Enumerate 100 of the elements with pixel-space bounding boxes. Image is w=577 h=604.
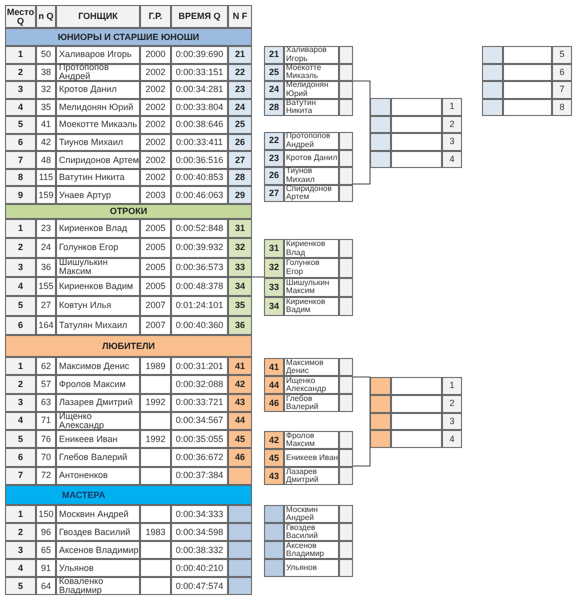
racer-name: Мелидонян Юрий (284, 81, 339, 98)
place-number: 8 (5, 168, 36, 186)
qualifier-number: 70 (36, 448, 56, 467)
birth-year: 2005 (140, 219, 171, 238)
place-number: 5 (5, 430, 36, 448)
racer-name: Ульянов (284, 559, 339, 577)
racer-name: Кириенков Вадим (284, 296, 339, 316)
racer-name: Спиридонов Артем (284, 184, 339, 202)
qualifying-time: 0:00:48:378 (171, 277, 228, 296)
final-number: 33 (228, 258, 252, 277)
final-place: 5 (552, 46, 572, 64)
birth-year: 1989 (140, 357, 171, 376)
qualifier-number: 91 (36, 559, 56, 577)
place-number: 6 (5, 448, 36, 467)
racer-name: Максимов Денис (284, 358, 339, 376)
final-number: 24 (228, 98, 252, 116)
heat-number: 44 (264, 376, 284, 394)
qualifier-number: 164 (36, 316, 56, 335)
heat-number: 27 (264, 184, 284, 202)
racer-name: Голунков Егор (56, 238, 140, 258)
racer-name: Максимов Денис (56, 357, 140, 376)
final-number: 21 (228, 46, 252, 64)
heat-number: 45 (264, 449, 284, 467)
birth-year: 2000 (140, 46, 171, 64)
qualifying-time: 0:00:46:063 (171, 186, 228, 204)
heat-number: 43 (264, 467, 284, 485)
place-number: 3 (5, 81, 36, 99)
heat-number: 41 (264, 358, 284, 376)
qualifying-time: 0:00:39:690 (171, 46, 228, 64)
racer-name: Еникеев Иван (284, 449, 339, 467)
place-number: 9 (5, 186, 36, 204)
qualifying-time: 0:00:33:804 (171, 98, 228, 116)
qualifying-time: 0:00:36:672 (171, 448, 228, 467)
racer-name: Спиридонов Артем (56, 151, 140, 169)
heat-number: 24 (264, 81, 284, 98)
qualifier-number: 36 (36, 258, 56, 277)
final-number: 35 (228, 296, 252, 316)
qualifier-number: 63 (36, 394, 56, 412)
qualifier-number: 96 (36, 523, 56, 541)
final-place: 3 (442, 133, 462, 150)
racer-name: Фролов Максим (56, 375, 140, 394)
heat-number: 22 (264, 132, 284, 150)
racer-name: Глебов Валерий (284, 394, 339, 412)
place-number: 5 (5, 577, 36, 595)
place-number: 1 (5, 505, 36, 523)
qualifier-number: 159 (36, 186, 56, 204)
qualifier-number: 150 (36, 505, 56, 523)
qualifying-time: 0:00:34:333 (171, 505, 228, 523)
racer-name: Кротов Данил (56, 81, 140, 99)
racer-name: Кириенков Влад (56, 219, 140, 238)
qualifier-number: 50 (36, 46, 56, 64)
place-number: 1 (5, 357, 36, 376)
qualifier-number: 65 (36, 541, 56, 559)
racer-name: Аксенов Владимир (284, 541, 339, 559)
racer-name: Протопопов Андрей (284, 132, 339, 150)
birth-year: 2007 (140, 296, 171, 316)
final-number: 29 (228, 186, 252, 204)
qualifying-time: 0:00:38:646 (171, 116, 228, 134)
heat-number: 26 (264, 167, 284, 184)
qualifier-number: 24 (36, 238, 56, 258)
place-number: 4 (5, 277, 36, 296)
racer-name: Ватутин Никита (284, 98, 339, 116)
section-heading: ОТРОКИ (5, 204, 252, 219)
qualifying-time: 0:00:39:932 (171, 238, 228, 258)
final-number: 27 (228, 151, 252, 169)
birth-year: 2002 (140, 81, 171, 99)
qualifier-number: 23 (36, 219, 56, 238)
qualifier-number: 42 (36, 134, 56, 152)
birth-year: 2002 (140, 98, 171, 116)
birth-year: 2005 (140, 238, 171, 258)
qualifying-time: 0:00:35:055 (171, 430, 228, 448)
qualifying-time: 0:00:52:848 (171, 219, 228, 238)
final-number: 23 (228, 81, 252, 99)
qualifier-number: 62 (36, 357, 56, 376)
qualifying-time: 0:00:34:598 (171, 523, 228, 541)
qualifying-time: 0:00:34:567 (171, 412, 228, 430)
final-number: 28 (228, 168, 252, 186)
qualifier-number: 72 (36, 466, 56, 485)
qualifier-number: 76 (36, 430, 56, 448)
place-number: 2 (5, 238, 36, 258)
racer-name: Кириенков Влад (284, 239, 339, 258)
racer-name: Моекотте Микаэль (284, 64, 339, 81)
final-number: 45 (228, 430, 252, 448)
place-number: 3 (5, 258, 36, 277)
section-heading: ЮНИОРЫ И СТАРШИЕ ЮНОШИ (5, 28, 252, 46)
qualifying-time: 0:00:38:332 (171, 541, 228, 559)
birth-year: 2005 (140, 277, 171, 296)
final-number: 42 (228, 375, 252, 394)
column-header: ГОНЩИК (56, 5, 140, 28)
racer-name: Ульянов (56, 559, 140, 577)
racer-name: Ватутин Никита (56, 168, 140, 186)
final-number: 43 (228, 394, 252, 412)
birth-year: 2002 (140, 116, 171, 134)
heat-number: 34 (264, 296, 284, 316)
final-place: 4 (442, 150, 462, 168)
racer-name: Коваленко Владимир (56, 577, 140, 595)
qualifying-time: 0:00:33:721 (171, 394, 228, 412)
final-number: 25 (228, 116, 252, 134)
qualifying-time: 0:00:36:516 (171, 151, 228, 169)
final-number: 34 (228, 277, 252, 296)
